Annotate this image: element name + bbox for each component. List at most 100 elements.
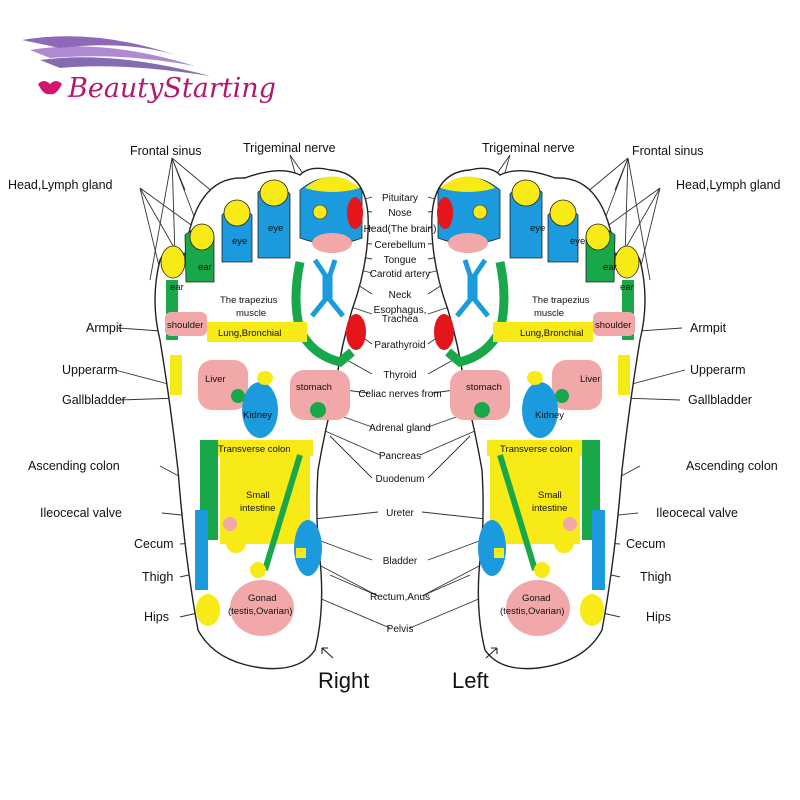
right-stomach-label: stomach [296,382,332,393]
label-rectum-anus: Rectum,Anus [370,592,430,603]
left-label-armpit: Armpit [690,321,727,335]
right-parathyroid-zone [346,314,366,350]
left-small-intestine-label-1: Small [538,490,562,501]
left-small-intestine-label-2: intestine [532,503,567,514]
label-neck: Neck [389,290,413,301]
right-gallbladder-zone [231,389,245,403]
right-small-intestine-label-1: Small [246,490,270,501]
right-nose-zone [347,197,363,229]
left-eye-label-1: eye [530,223,545,234]
label-head-brain: Head(The brain) [364,224,437,235]
right-esophagus-zone [310,258,345,318]
right-transverse-colon-label: Transverse colon [218,444,291,455]
label-bladder: Bladder [383,556,418,567]
left-label-cecum: Cecum [626,537,666,551]
right-trapezius-label-2: muscle [236,308,266,319]
right-ear-label-2: ear [170,282,184,293]
left-foot [431,167,646,670]
right-hips-zone [196,594,220,626]
label-pancreas: Pancreas [379,451,421,462]
right-small-intestine-label-2: intestine [240,503,275,514]
right-label-ascending-colon: Ascending colon [28,459,120,473]
right-liver-label: Liver [205,374,226,385]
right-trapezius-label-1: The trapezius [220,295,278,306]
left-ear-label-1: ear [603,262,617,273]
right-eye-label-2: eye [268,223,283,234]
left-label-trigeminal-nerve: Trigeminal nerve [482,141,575,155]
left-label-head-lymph-gland: Head,Lymph gland [676,178,781,192]
label-trachea: Trachea [382,314,419,325]
right-label-hips: Hips [144,610,169,624]
label-adrenal-gland: Adrenal gland [369,423,431,434]
caption-right: Right [318,668,369,693]
right-label-gallbladder: Gallbladder [62,393,126,407]
left-label-ileocecal-valve: Ileocecal valve [656,506,738,520]
left-foot-zone-labels: eye eye ear ear The trapezius muscle sho… [466,223,634,617]
right-cerebellum-zone [312,233,352,253]
label-esophagus: Esophagus, [374,305,427,316]
right-gonad-label-2: (testis,Ovarian) [228,606,292,617]
left-label-ascending-colon: Ascending colon [686,459,778,473]
right-gonad-zone [230,580,294,636]
lips-icon [38,81,62,95]
right-label-ileocecal-valve: Ileocecal valve [40,506,122,520]
right-foot [154,167,369,670]
right-little-toe [160,245,186,279]
left-side-labels: Trigeminal nerve Frontal sinus Head,Lymp… [482,141,781,624]
caption-left: Left [452,668,489,693]
label-ureter: Ureter [386,508,414,519]
right-label-head-lymph-gland: Head,Lymph gland [8,178,113,192]
left-label-frontal-sinus: Frontal sinus [632,144,704,158]
right-bladder-zone [294,520,322,576]
right-foot-zone-labels: eye eye ear ear The trapezius muscle sho… [167,223,332,617]
brand-logo: BeautyStarting [22,36,276,104]
label-pituitary: Pituitary [382,193,418,204]
label-duodenum: Duodenum [376,474,425,485]
left-trapezius-label-2: muscle [534,308,564,319]
left-label-gallbladder: Gallbladder [688,393,752,407]
left-eye-label-2: eye [570,236,585,247]
right-thigh-zone [195,510,208,590]
right-side-labels: Trigeminal nerve Frontal sinus Head,Lymp… [8,141,336,624]
right-label-armpit: Armpit [86,321,123,335]
label-nose: Nose [388,208,412,219]
right-eye-label-1: eye [232,236,247,247]
right-ear-label-1: ear [198,262,212,273]
right-gonad-label-1: Gonad [248,593,277,604]
label-pelvis: Pelvis [387,624,414,635]
label-tongue: Tongue [384,255,417,266]
left-liver-label: Liver [580,374,601,385]
right-lung-label: Lung,Bronchial [218,328,281,339]
left-label-hips: Hips [646,610,671,624]
right-transverse-colon-zone [208,440,313,456]
left-label-thigh: Thigh [640,570,671,584]
right-label-frontal-sinus: Frontal sinus [130,144,202,158]
left-trapezius-label-1: The trapezius [532,295,590,306]
left-arrow-icon [485,647,498,659]
left-label-upperarm: Upperarm [690,363,746,377]
right-shoulder-zone [165,312,207,336]
right-label-thigh: Thigh [142,570,173,584]
right-kidney-zone [242,382,278,438]
right-shoulder-label: shoulder [167,320,203,331]
left-kidney-label: Kidney [535,410,564,421]
right-upperarm-zone [170,355,182,395]
right-ureter-zone [262,454,303,571]
right-label-upperarm: Upperarm [62,363,118,377]
left-stomach-label: stomach [466,382,502,393]
right-kidney-label: Kidney [243,410,272,421]
foot-captions: Right Left [318,647,498,693]
left-transverse-colon-label: Transverse colon [500,444,573,455]
label-carotid-artery: Carotid artery [370,269,431,280]
left-gonad-label-1: Gonad [522,593,551,604]
left-gonad-label-2: (testis,Ovarian) [500,606,564,617]
left-ear-label-2: ear [620,282,634,293]
right-label-cecum: Cecum [134,537,174,551]
right-lung-zone [207,322,307,342]
center-labels: Pituitary Nose Head(The brain) Cerebellu… [358,193,441,635]
right-arrow-icon [321,647,334,659]
brand-name: BeautyStarting [67,73,276,104]
left-shoulder-label: shoulder [595,320,631,331]
right-stomach-zone [290,370,350,420]
